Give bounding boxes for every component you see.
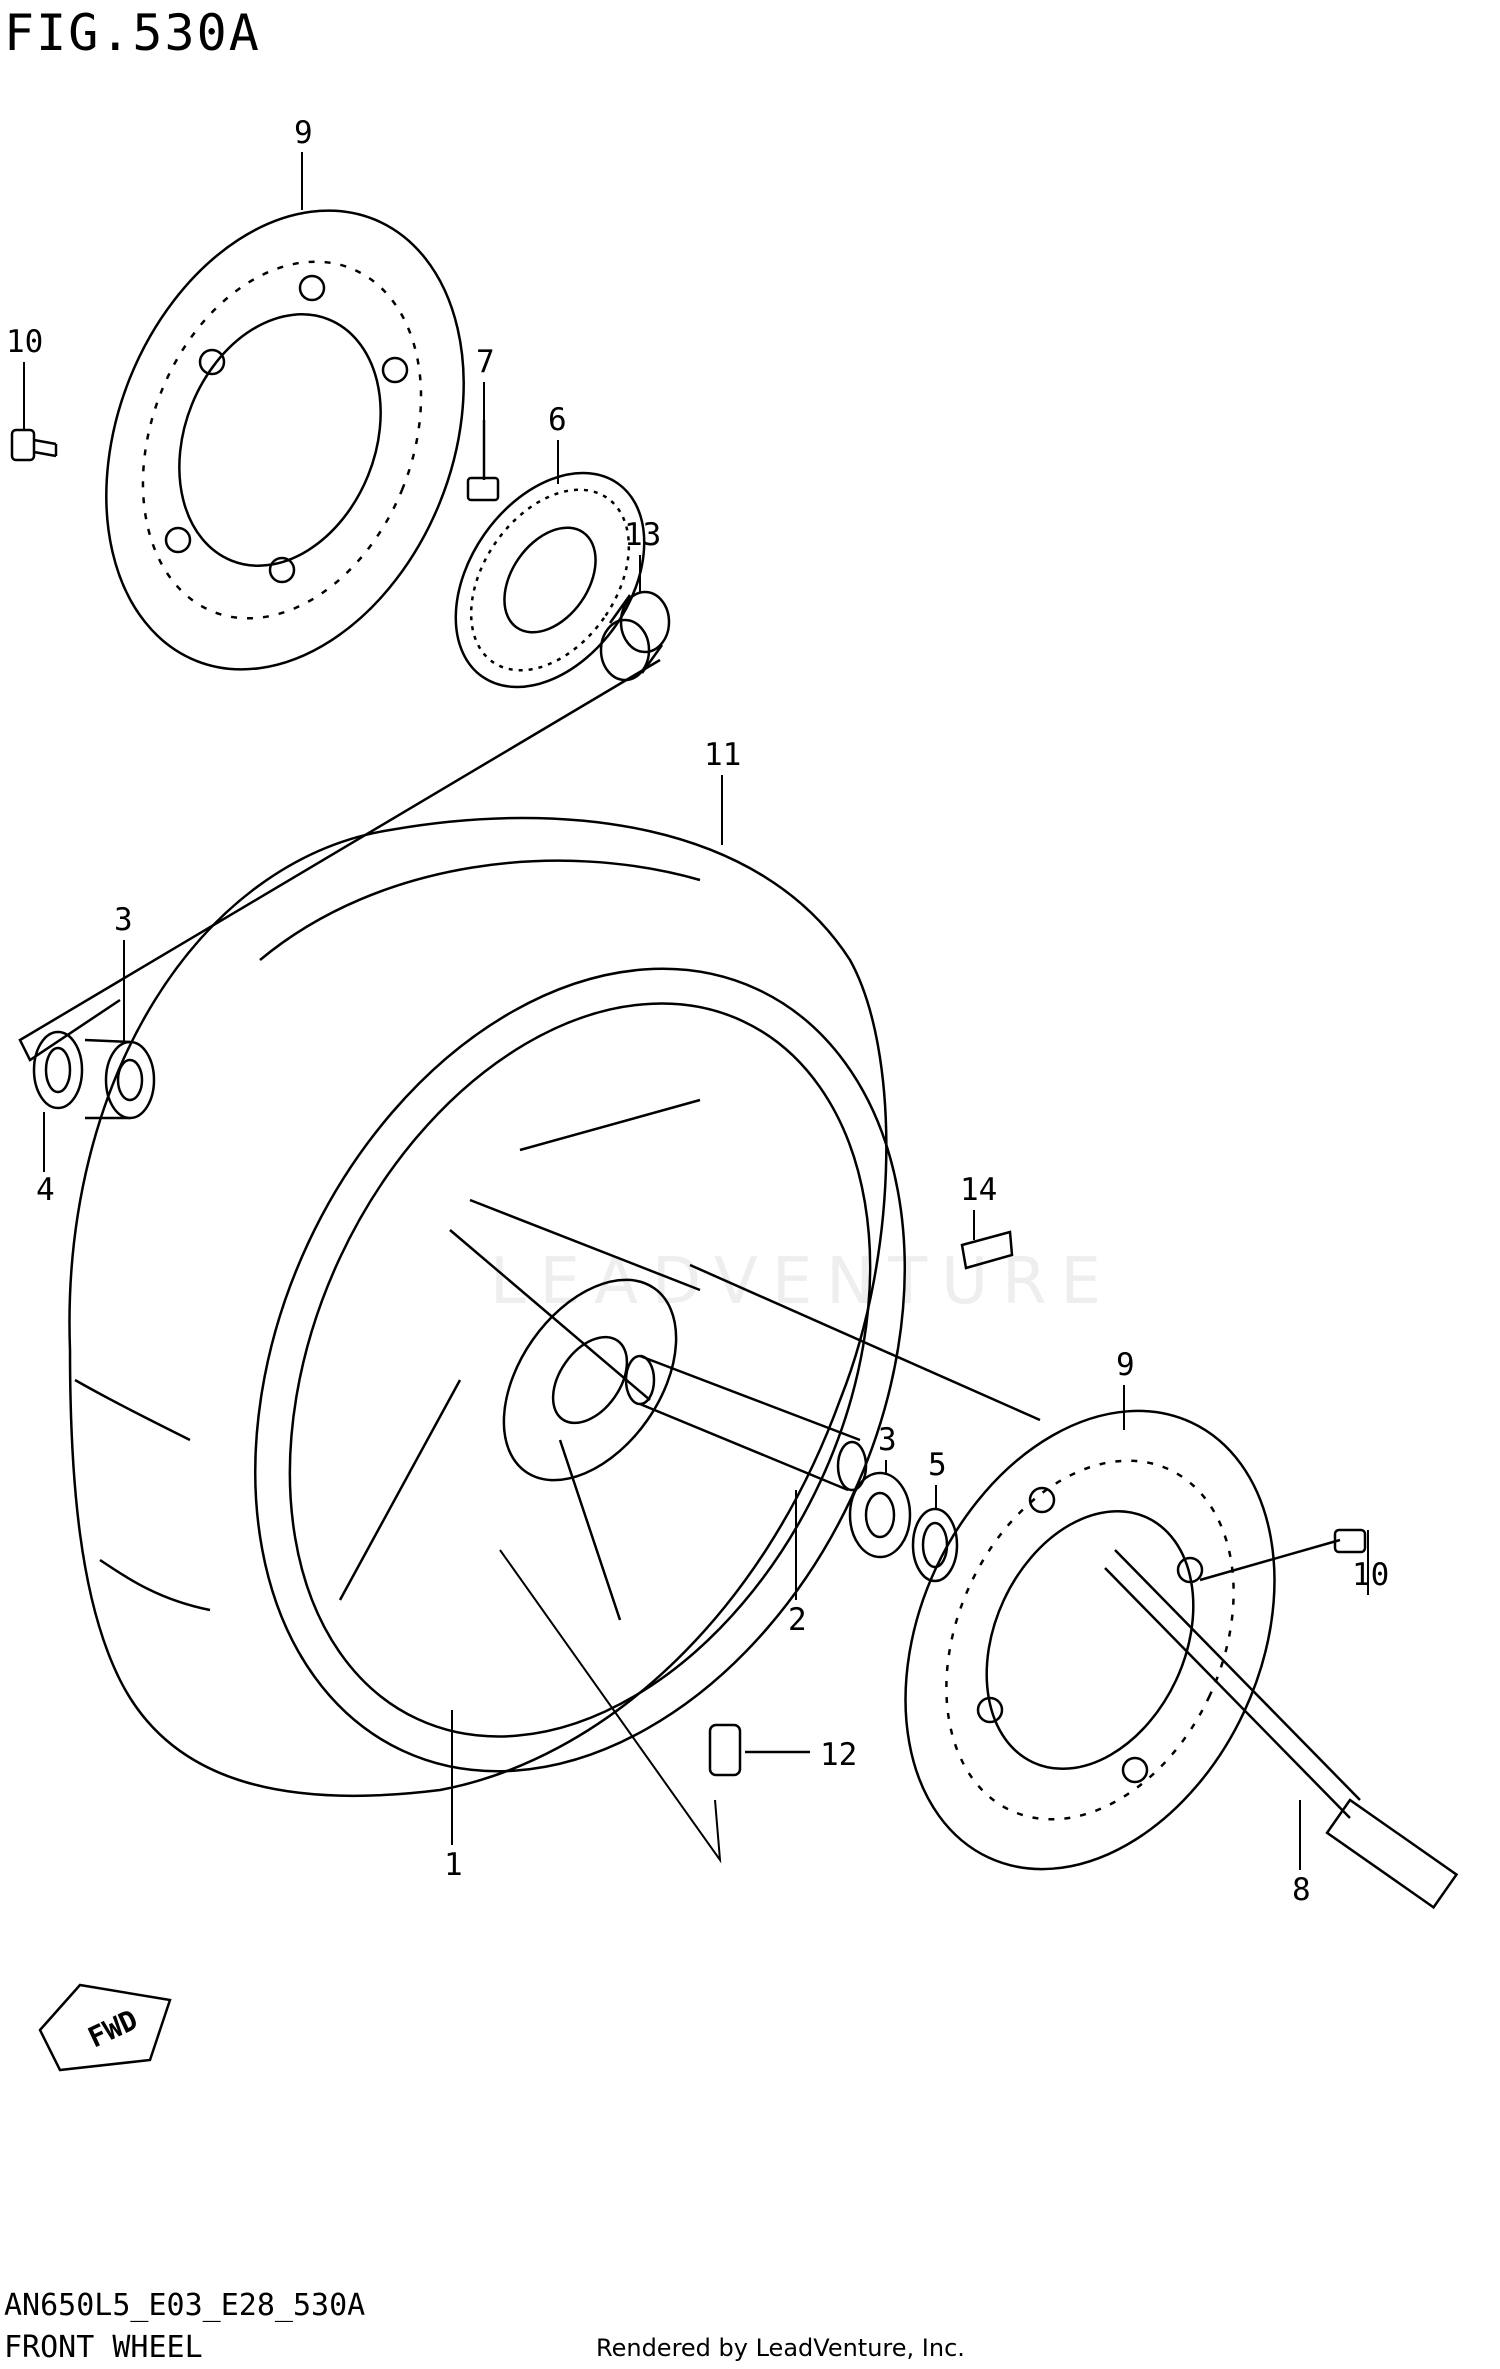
callout-4: 4 (36, 1172, 55, 1208)
callout-3-left: 3 (114, 902, 133, 938)
front-axle[interactable] (1104, 1549, 1459, 1910)
callout-9-lower: 9 (1116, 1347, 1135, 1383)
hub-spacer-tube[interactable] (624, 1354, 868, 1492)
callout-11: 11 (704, 737, 741, 773)
figure-name: FRONT WHEEL (4, 2330, 203, 2365)
bearing-left[interactable] (84, 1038, 156, 1120)
callout-9-upper: 9 (294, 115, 313, 151)
wheel-rim[interactable] (131, 863, 1030, 1878)
brake-disc-upper[interactable] (41, 157, 529, 723)
oil-seal-left[interactable] (32, 1030, 84, 1110)
disc-bolt-upper[interactable] (10, 428, 58, 462)
callout-2: 2 (788, 1602, 807, 1638)
sensor-rotor-bolt[interactable] (466, 420, 500, 502)
model-code: AN650L5_E03_E28_530A (4, 2288, 366, 2323)
wheel-hub[interactable] (468, 1198, 711, 1512)
front-tire[interactable] (68, 816, 888, 1798)
callout-14: 14 (960, 1172, 997, 1208)
brake-disc-lower[interactable] (834, 1351, 1345, 1930)
disc-bolt-lower[interactable] (1199, 1528, 1367, 1582)
callout-6: 6 (548, 402, 567, 438)
callout-1: 1 (444, 1847, 463, 1883)
axle-explode-line (689, 1263, 1041, 1422)
callout-10-upper: 10 (6, 324, 43, 360)
fwd-arrow-icon (38, 1983, 172, 2072)
tire-valve[interactable] (708, 1723, 810, 1777)
figure-title: FIG.530A (4, 4, 261, 62)
callout-7: 7 (476, 344, 495, 380)
callout-5: 5 (928, 1447, 947, 1483)
watermark: LEADVENTURE (490, 1245, 1115, 1319)
callout-8: 8 (1292, 1872, 1311, 1908)
callout-10-lower: 10 (1352, 1557, 1389, 1593)
callout-3-right: 3 (878, 1422, 897, 1458)
explode-line-left (18, 658, 661, 1062)
balance-weight[interactable] (960, 1230, 1014, 1270)
leader-lines (23, 362, 1369, 1870)
callout-12: 12 (820, 1737, 857, 1773)
fwd-label: FWD (83, 2003, 143, 2054)
callout-13: 13 (624, 517, 661, 553)
abs-sensor-rotor[interactable] (417, 437, 683, 722)
bearing-right[interactable] (848, 1471, 912, 1559)
render-credit: Rendered by LeadVenture, Inc. (596, 2334, 965, 2362)
